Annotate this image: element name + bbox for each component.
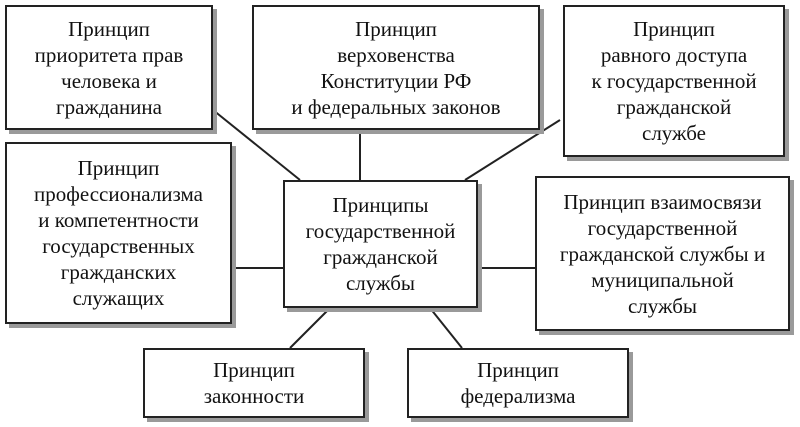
- connector-equal-access: [464, 119, 561, 181]
- principle-constitution-supremacy-label: Принцип верховенства Конституции РФ и фе…: [291, 16, 501, 119]
- principle-rights-priority: Принцип приоритета прав человека и гражд…: [5, 5, 213, 130]
- connector-legality: [289, 307, 331, 349]
- principle-constitution-supremacy: Принцип верховенства Конституции РФ и фе…: [252, 5, 540, 130]
- principle-rights-priority-label: Принцип приоритета прав человека и гражд…: [34, 16, 184, 119]
- connector-rights-priority: [212, 109, 301, 181]
- center-label: Принципы государственной гражданской слу…: [305, 193, 456, 295]
- principle-professionalism-label: Принцип профессионализма и компетентност…: [34, 156, 203, 310]
- principle-professionalism: Принцип профессионализма и компетентност…: [5, 142, 232, 324]
- principle-interconnection-label: Принцип взаимосвязи государственной граж…: [559, 189, 766, 318]
- principle-legality-label: Принцип законности: [203, 358, 305, 408]
- principle-equal-access: Принцип равного доступа к государственно…: [563, 5, 785, 157]
- connector-federalism: [429, 307, 463, 349]
- principle-equal-access-label: Принцип равного доступа к государственно…: [591, 17, 757, 145]
- principle-federalism: Принцип федерализма: [407, 348, 629, 418]
- principle-legality: Принцип законности: [143, 348, 365, 418]
- center-box: Принципы государственной гражданской слу…: [283, 180, 478, 308]
- principle-federalism-label: Принцип федерализма: [460, 358, 576, 408]
- principle-interconnection: Принцип взаимосвязи государственной граж…: [535, 176, 790, 331]
